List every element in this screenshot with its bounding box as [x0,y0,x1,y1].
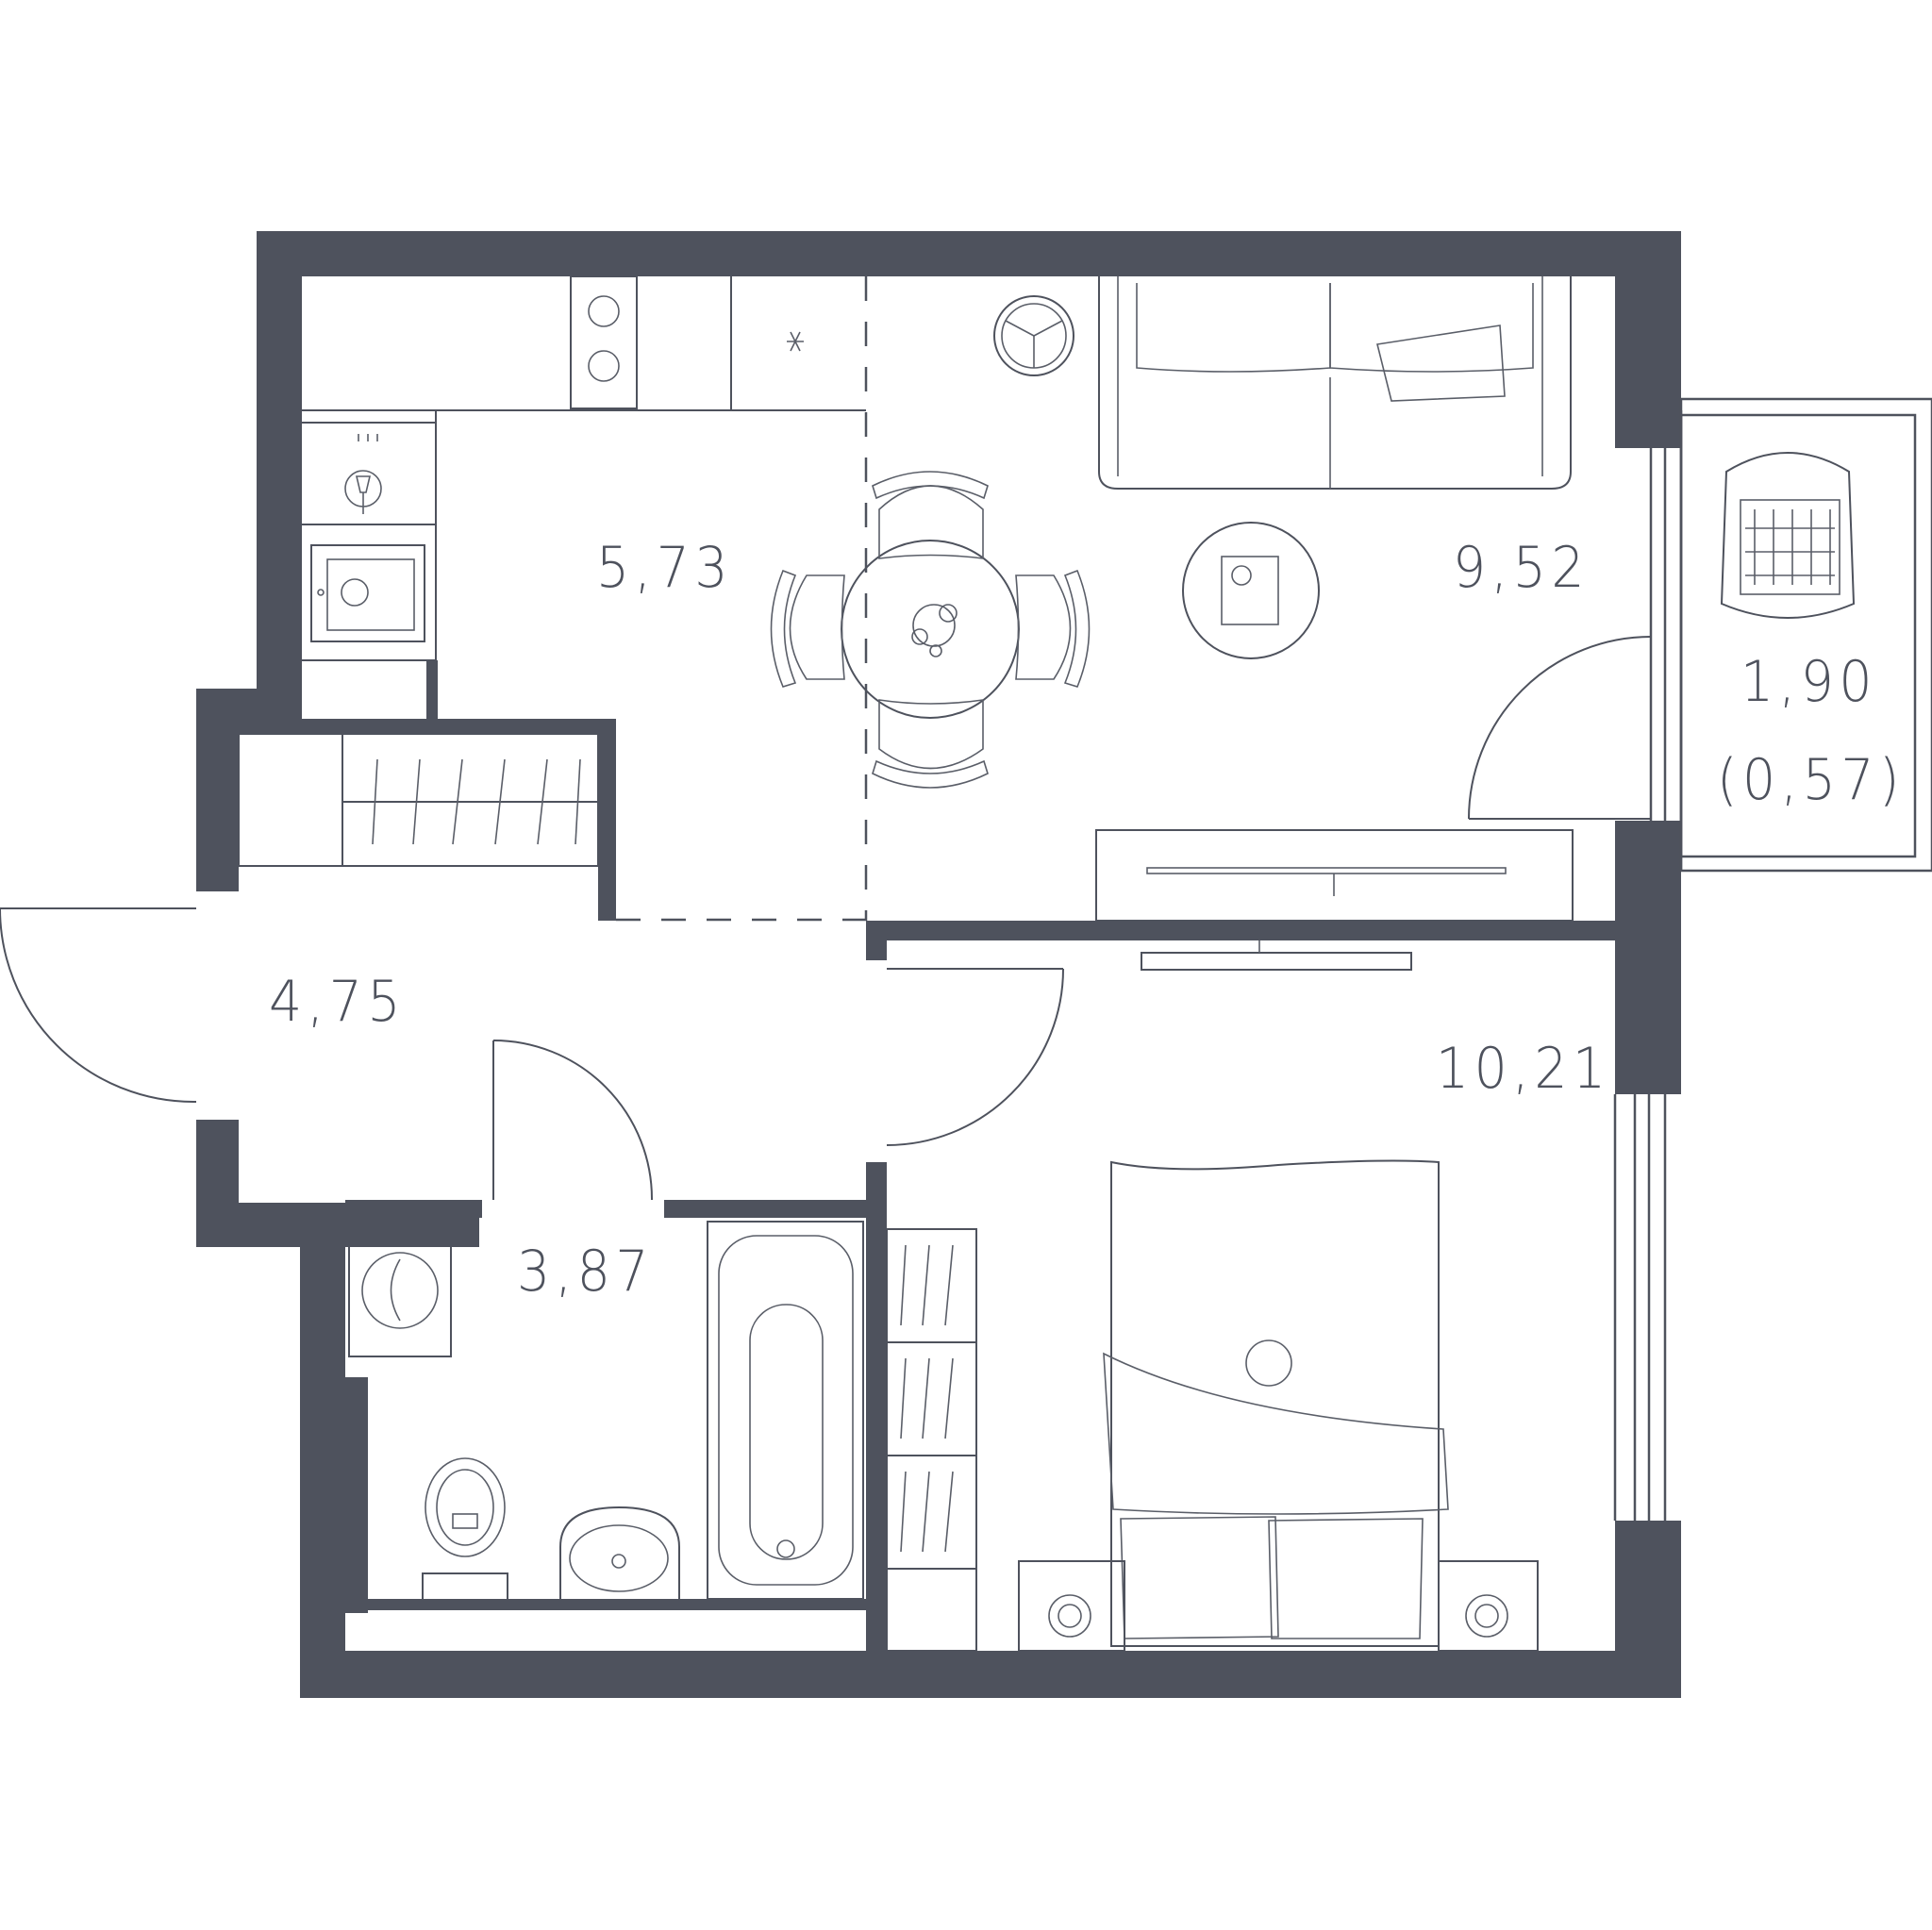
floor-lamp [993,295,1074,376]
dining-set [770,471,1091,789]
balcony-chair [1720,452,1856,619]
kitchen-set [302,275,866,665]
coffee-table [1182,522,1320,659]
room-area-balcony: 1,90 [1740,649,1877,715]
room-area-balcony-reduced: (0,57) [1717,747,1906,813]
zone-dividers [616,276,868,922]
bedroom-wardrobe [886,1228,977,1652]
hall-wardrobe [238,733,599,867]
sofa [1098,276,1572,490]
room-area-living-room: 9,52 [1453,535,1590,601]
washing-machine [348,1221,452,1357]
room-area-hallway: 4,75 [269,969,406,1035]
walls [196,231,1681,1698]
doors [0,636,1652,1201]
bed [1103,1159,1449,1647]
room-area-bathroom: 3,87 [517,1239,654,1305]
room-area-kitchen: 5,73 [596,535,733,601]
washbasin [559,1506,680,1599]
windows [1613,448,1667,1521]
toilet [422,1457,508,1599]
balcony-outline [1679,397,1932,873]
nightstands [1018,1560,1539,1652]
bedroom-tv [1141,940,1412,971]
bathtub [707,1221,864,1600]
tv-stand [1095,829,1574,922]
room-area-bedroom: 10,21 [1436,1036,1611,1102]
